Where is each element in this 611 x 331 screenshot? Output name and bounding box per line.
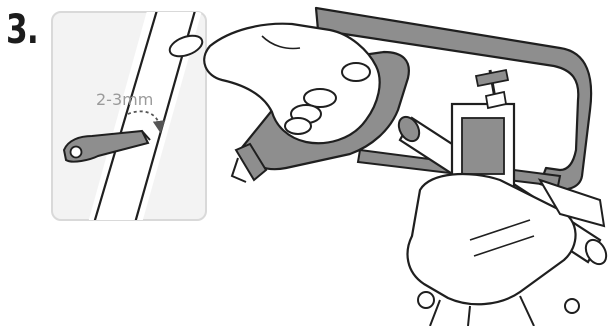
hand [204, 24, 379, 143]
step-number: 3. [6, 8, 38, 52]
measurement-label: 2-3mm [96, 90, 153, 109]
detail-inset-panel [52, 0, 206, 230]
